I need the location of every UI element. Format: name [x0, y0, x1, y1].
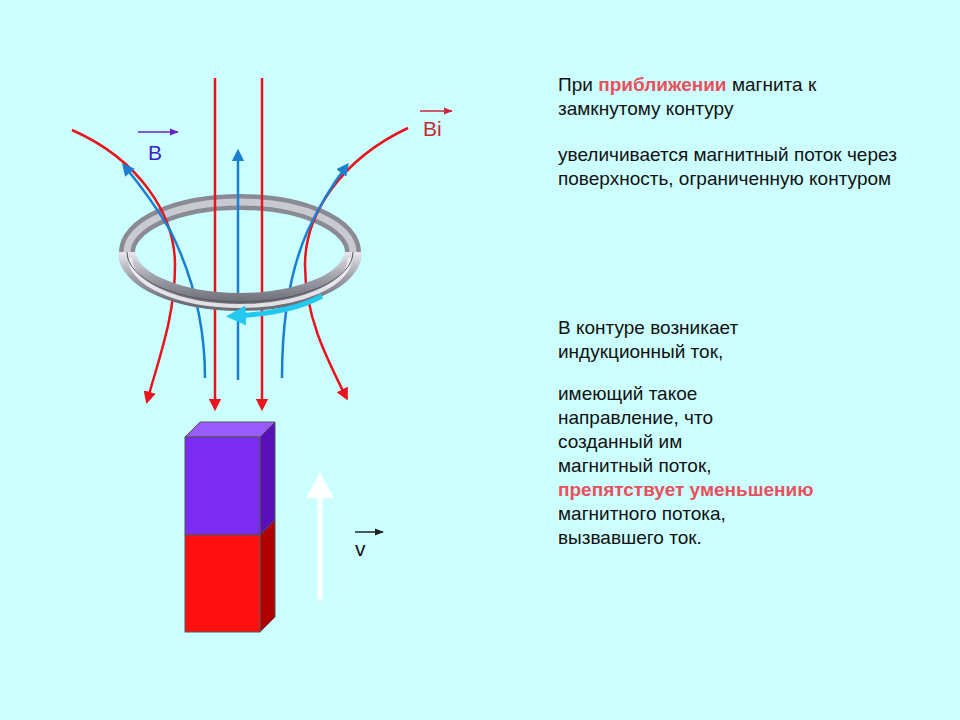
magnet-field-lines: [126, 155, 345, 380]
vector-arrow: [138, 131, 178, 133]
vector-arrow: [420, 110, 452, 112]
current-arrow: [236, 296, 322, 316]
field-symbol: B: [148, 141, 162, 165]
highlight-text: приближении: [598, 74, 726, 95]
field-symbol: Bi: [423, 117, 442, 141]
body-text: имеющий такое направление, что созданный…: [558, 382, 750, 478]
velocity-symbol: v: [355, 537, 366, 561]
body-text: увеличивается магнитный поток через пове…: [558, 143, 930, 191]
body-text: В контуре возникает индукционный ток,: [558, 316, 823, 364]
vector-arrow: [355, 531, 383, 533]
induced-field-lines: [72, 78, 408, 405]
body-text: При: [558, 74, 593, 95]
body-text: магнитного потока, вызвавшего ток.: [558, 502, 773, 550]
highlight-text: препятствует уменьшению: [558, 478, 938, 502]
velocity-arrow: [306, 472, 334, 600]
bar-magnet: [185, 422, 275, 632]
text-paragraph: имеющий такое направление, что созданный…: [558, 382, 938, 550]
text-paragraph: Приприближениимагнита к замкнутому конту…: [558, 73, 888, 121]
